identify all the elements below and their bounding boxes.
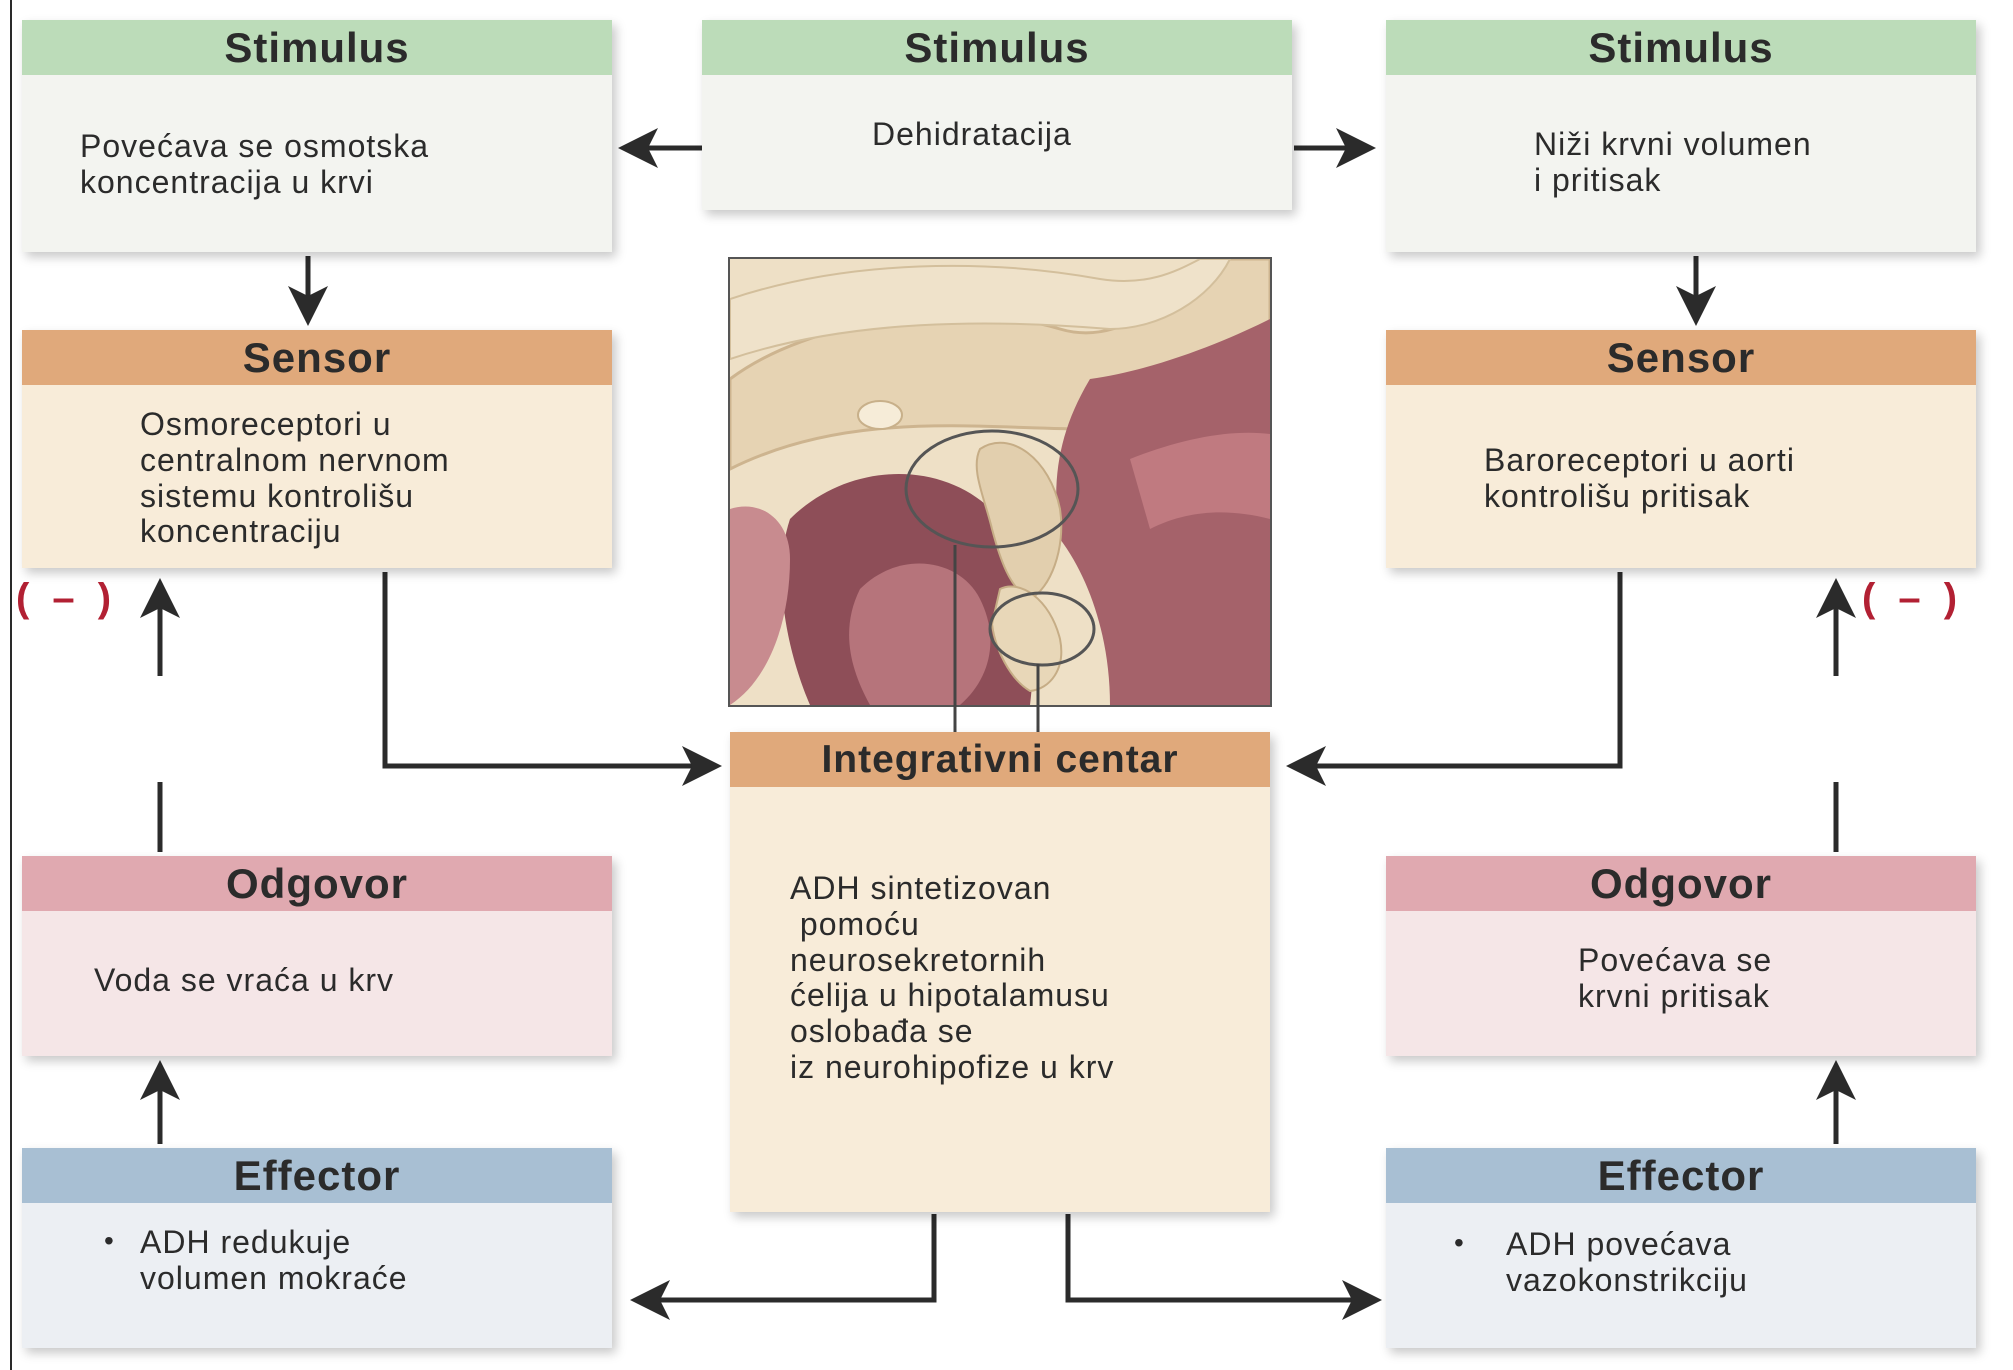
effector-left-title: Effector [22,1148,612,1203]
response-box-right: Odgovor Povećava se krvni pritisak [1386,856,1976,1056]
effector-left-bullet: • [104,1225,115,1256]
effector-left-text: ADH redukuje volumen mokraće [140,1225,408,1297]
response-right-title: Odgovor [1386,856,1976,911]
response-left-title: Odgovor [22,856,612,911]
response-box-left: Odgovor Voda se vraća u krv [22,856,612,1056]
effector-box-right: Effector • ADH povećava vazokonstrikciju [1386,1148,1976,1348]
integrative-center-box: Integrativni centar ADH sintetizovan pom… [730,732,1270,1212]
effector-box-left: Effector • ADH redukuje volumen mokraće [22,1148,612,1348]
effector-right-title: Effector [1386,1148,1976,1203]
effector-right-text: ADH povećava vazokonstrikciju [1506,1227,1748,1299]
effector-right-bullet: • [1454,1227,1465,1258]
response-right-text: Povećava se krvni pritisak [1578,943,1772,1015]
response-left-text: Voda se vraća u krv [94,963,394,999]
integrative-center-title: Integrativni centar [730,732,1270,787]
integrative-center-text: ADH sintetizovan pomoću neurosekretornih… [790,871,1114,1086]
